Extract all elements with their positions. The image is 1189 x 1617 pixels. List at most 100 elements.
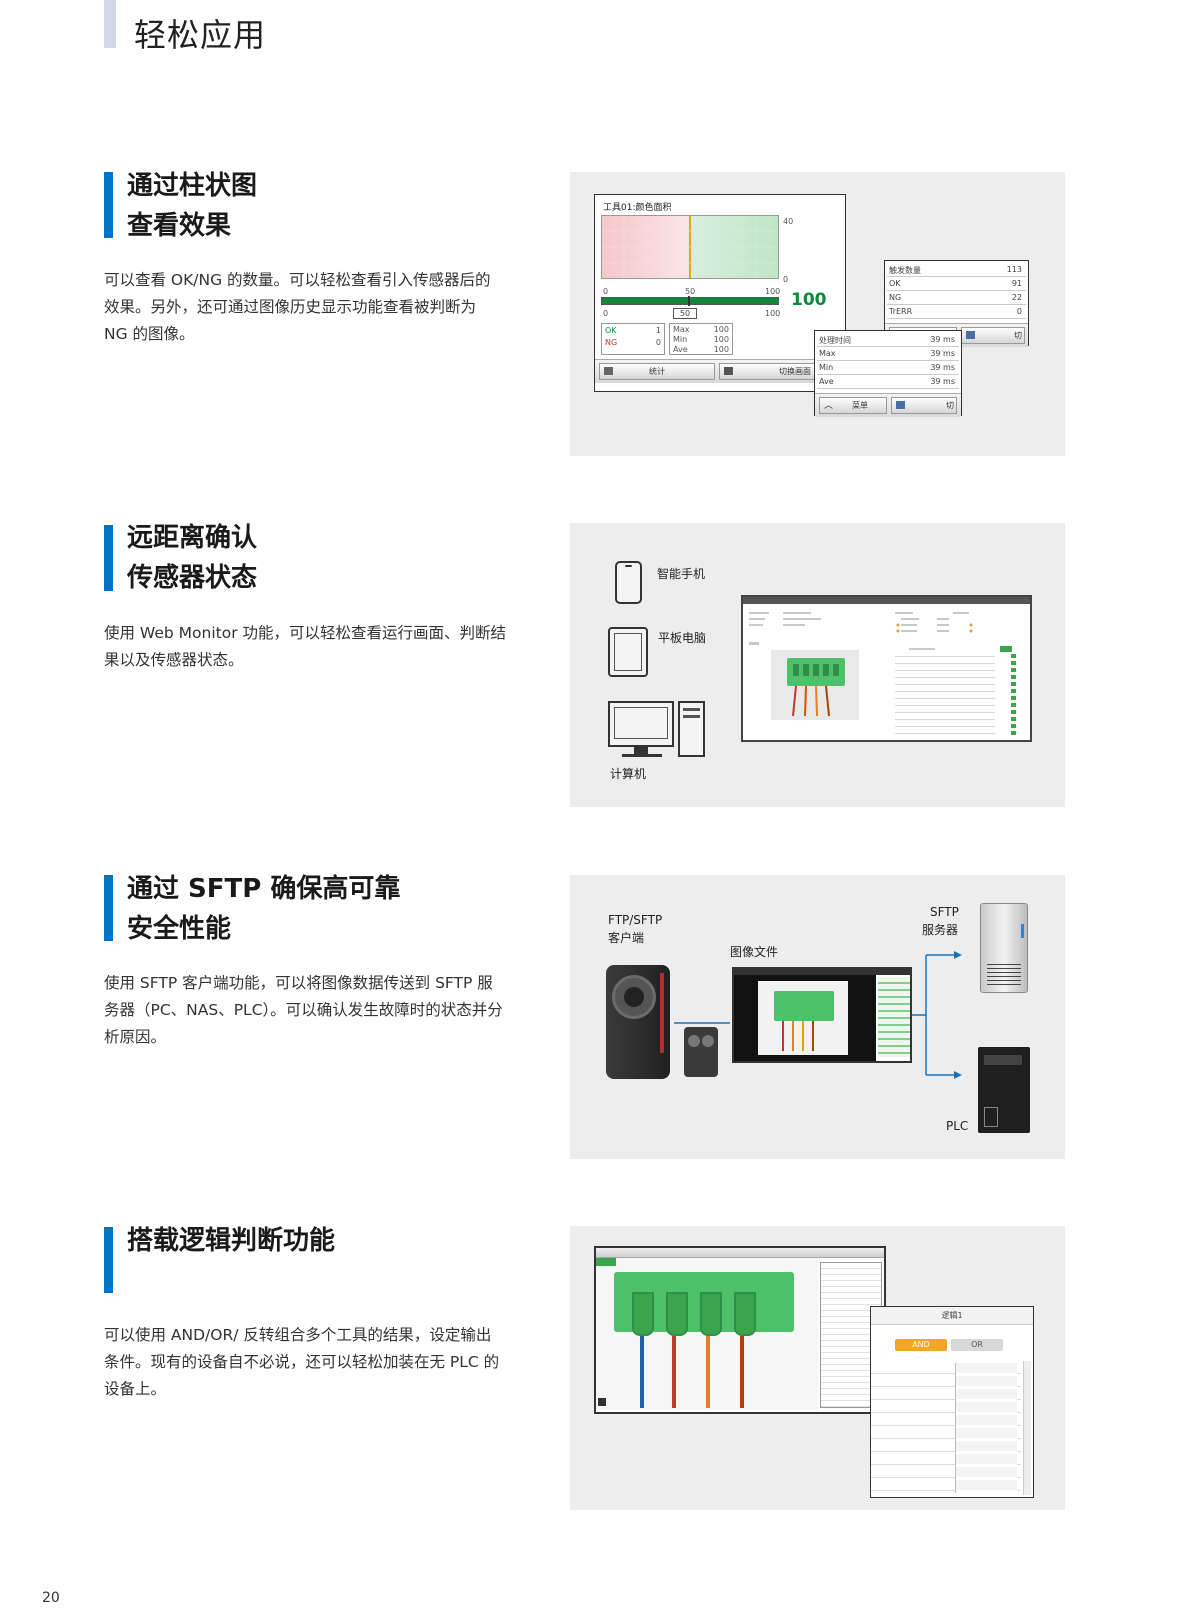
smartphone-icon	[615, 561, 642, 604]
sftp-client-label: FTP/SFTP	[608, 913, 663, 927]
computer-label: 计算机	[610, 767, 647, 781]
time-toolbar: ︿ 菜单 切	[815, 393, 961, 417]
page-number: 20	[42, 1590, 60, 1606]
body-line: 果以及传感器状态。	[104, 651, 244, 669]
body-line: 务器（PC、NAS、PLC）。可以确认发生故障时的状态并分	[104, 1001, 503, 1019]
section-accent-bar	[104, 172, 113, 238]
heading-line: 安全性能	[127, 914, 232, 944]
web-monitor-screenshot	[741, 595, 1032, 742]
count-key: 触发数量	[889, 266, 921, 275]
stat-key: Min	[673, 335, 688, 344]
histogram-toolbar: 统计 切换画面	[595, 359, 845, 383]
screen-switch-icon	[724, 367, 733, 375]
count-key: TrERR	[889, 307, 913, 316]
sftp-server-label: 服务器	[922, 923, 959, 937]
stat-key: Max	[673, 325, 690, 334]
image-viewer-window	[732, 967, 912, 1063]
page-title: 轻松应用	[134, 16, 267, 54]
computer-monitor-icon	[608, 701, 674, 747]
ng-count: 0	[655, 338, 661, 347]
smart-camera-icon	[606, 965, 670, 1079]
time-key: Max	[819, 349, 836, 358]
image-file-label: 图像文件	[730, 945, 779, 959]
heading-line: 查看效果	[127, 211, 232, 241]
time-value: 39 ms	[930, 363, 955, 372]
monitor-panel: 智能手机 平板电脑 计算机	[570, 523, 1065, 807]
and-option[interactable]: AND	[895, 1339, 947, 1351]
time-value: 39 ms	[930, 377, 955, 386]
tablet-label: 平板电脑	[658, 631, 707, 645]
time-value: 39 ms	[930, 335, 955, 344]
section-body-sftp: 使用 SFTP 客户端功能，可以将图像数据传送到 SFTP 服 务器（PC、NA…	[104, 970, 514, 1051]
compact-camera-icon	[684, 1027, 718, 1077]
section-heading-remote: 远距离确认 传感器状态	[127, 518, 257, 598]
monitor-icon	[896, 401, 905, 409]
histogram-panel: 工具01:颜色面积 40 0 0 50 100 100 0 50 100 OK	[570, 172, 1065, 456]
switch-screen-button[interactable]: 切换画面	[719, 363, 841, 380]
body-line: 可以使用 AND/OR/ 反转组合多个工具的结果，设定输出	[104, 1326, 492, 1344]
logic-panel: 逻辑1 AND OR	[570, 1226, 1065, 1510]
scale-label: 100	[765, 287, 781, 296]
body-line: 条件。现有的设备自不必说，还可以轻松加装在无 PLC 的	[104, 1353, 500, 1371]
threshold-input[interactable]: 50	[673, 308, 697, 319]
browser-titlebar	[743, 597, 1030, 604]
monitor-stand	[634, 747, 648, 755]
switch-button[interactable]: 切	[891, 397, 957, 414]
heading-line: 通过 SFTP 确保高可靠	[127, 874, 401, 904]
inspection-image	[596, 1258, 818, 1410]
heading-line: 远距离确认	[127, 523, 258, 553]
scale-label: 100	[765, 309, 781, 318]
result-list	[878, 977, 910, 1057]
scale-label: 50	[685, 287, 696, 296]
section-accent-bar	[104, 525, 113, 591]
switch-label: 切	[946, 401, 954, 410]
server-icon	[980, 903, 1028, 993]
section-body-remote: 使用 Web Monitor 功能，可以轻松查看运行画面、判断结 果以及传感器状…	[104, 620, 514, 674]
menu-button[interactable]: ︿ 菜单	[819, 397, 887, 414]
scale-label: 0	[603, 287, 609, 296]
count-value: 0	[1016, 307, 1022, 316]
smartphone-label: 智能手机	[657, 567, 706, 581]
time-key: Ave	[819, 377, 834, 386]
bar-chart-icon	[604, 367, 613, 375]
stat-value: 100	[713, 325, 729, 334]
switch-screen-label: 切换画面	[779, 367, 811, 376]
heading-line: 通过柱状图	[127, 171, 258, 201]
chevron-up-icon: ︿	[824, 401, 834, 411]
histogram-window: 工具01:颜色面积 40 0 0 50 100 100 0 50 100 OK	[594, 194, 846, 392]
stats-button-label: 统计	[649, 367, 665, 376]
logic-dropdowns[interactable]	[955, 1363, 1017, 1493]
count-key: NG	[889, 293, 902, 302]
heading-line: 传感器状态	[127, 563, 258, 593]
body-line: 使用 Web Monitor 功能，可以轻松查看运行画面、判断结	[104, 624, 506, 642]
section-heading-logic: 搭载逻辑判断功能	[127, 1221, 335, 1261]
ok-count: 1	[655, 326, 661, 335]
sftp-server-label: SFTP	[930, 905, 959, 919]
window-title: 工具01:颜色面积	[603, 203, 672, 213]
logic-scrollbar[interactable]	[1023, 1361, 1031, 1495]
switch-button[interactable]: 切	[961, 327, 1025, 344]
stats-button[interactable]: 统计	[599, 363, 715, 380]
count-value: 91	[1011, 279, 1022, 288]
section-body-histogram: 可以查看 OK/NG 的数量。可以轻松查看引入传感器后的 效果。另外，还可通过图…	[104, 267, 514, 348]
axis-zero-label: 0	[783, 275, 789, 284]
scale-label: 0	[603, 309, 609, 318]
body-line: NG 的图像。	[104, 325, 195, 343]
body-line: 设备上。	[104, 1380, 167, 1398]
plc-label: PLC	[946, 1119, 969, 1133]
or-option[interactable]: OR	[951, 1339, 1003, 1351]
value-bar	[601, 296, 779, 306]
sftp-client-label: 客户端	[608, 931, 645, 945]
stat-value: 100	[713, 335, 729, 344]
grid-lines	[602, 216, 778, 278]
section-accent-bar	[104, 875, 113, 941]
captured-image	[734, 975, 876, 1061]
stats-box: Max 100 Min 100 Ave 100	[669, 323, 733, 355]
sftp-panel: FTP/SFTP 客户端 图像文件 SFTP	[570, 875, 1065, 1159]
body-line: 析原因。	[104, 1028, 167, 1046]
body-line: 效果。另外，还可通过图像历史显示功能查看被判断为	[104, 298, 477, 316]
page-title-bar	[104, 0, 116, 48]
logic-dialog-title: 逻辑1	[871, 1307, 1033, 1325]
time-key: 处理时间	[819, 336, 851, 345]
